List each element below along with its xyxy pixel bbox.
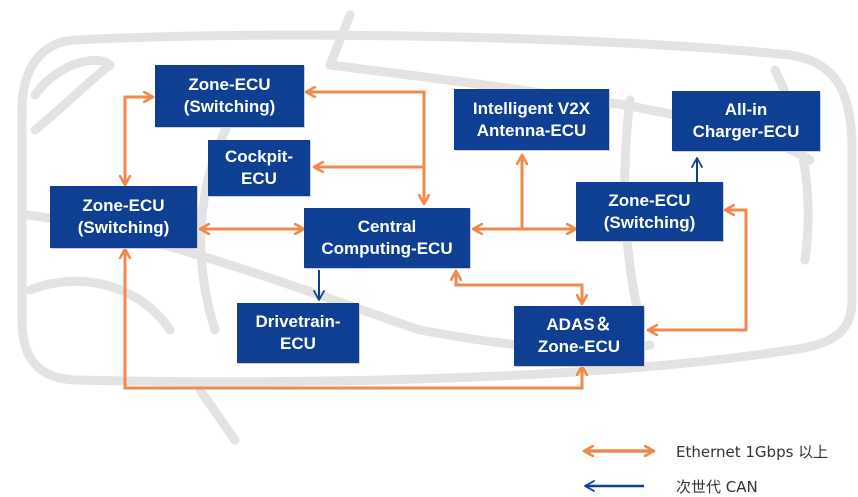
drivetrain-ecu-box: Drivetrain- ECU [237, 303, 359, 363]
drivetrain-ecu-line2: ECU [280, 334, 316, 353]
v2x-ecu-line2: Antenna-ECU [476, 120, 587, 140]
car-rear-pillar [770, 65, 813, 265]
cockpit-ecu-line2: ECU [241, 169, 277, 188]
central-ecu-line1: Central [357, 217, 417, 236]
central-computing-ecu-box: Central Computing-ECU [304, 208, 470, 268]
zone-ecu-left-line2: (Switching) [77, 218, 170, 237]
charger-ecu-box: All-in Charger-ECU [672, 91, 820, 151]
zone-ecu-top-line1: Zone-ECU [188, 75, 271, 94]
link-zone-top-to-central [306, 92, 424, 204]
adas-ecu-line2: Zone-ECU [537, 337, 621, 356]
legend-ethernet-label: Ethernet 1Gbps 以上 [676, 443, 829, 461]
can-links [313, 157, 703, 301]
drivetrain-ecu-line1: Drivetrain- [255, 312, 341, 331]
cockpit-ecu-box: Cockpit- ECU [208, 140, 310, 196]
link-zone-right-to-adas [648, 210, 748, 330]
ethernet-links [125, 92, 748, 390]
link-zone-left-to-adas [125, 249, 582, 390]
central-ecu-line2: Computing-ECU [321, 239, 453, 258]
zone-ecu-left-box: Zone-ECU (Switching) [50, 186, 197, 248]
car-mirror-top [325, 10, 355, 70]
cockpit-ecu-line1: Cockpit- [225, 147, 293, 166]
v2x-antenna-ecu-box: Intelligent V2X Antenna-ECU [454, 89, 609, 150]
car-mirror-bottom [195, 385, 240, 445]
car-body-outline [17, 30, 857, 387]
legend-can-label: 次世代 CAN [676, 478, 758, 496]
zone-ecu-right-line2: (Switching) [603, 212, 696, 232]
charger-ecu-line2: Charger-ECU [692, 122, 800, 141]
car-headlight [30, 55, 115, 135]
charger-ecu-line1: All-in [724, 100, 768, 119]
zone-ecu-top-line2: (Switching) [183, 97, 276, 116]
legend-symbols [584, 451, 654, 492]
zone-ecu-right-box: Zone-ECU (Switching) [576, 182, 723, 241]
zone-ecu-left-line1: Zone-ECU [82, 196, 165, 215]
link-central-to-adas [456, 271, 582, 304]
adas-ecu-line1: ADAS＆ [546, 315, 612, 334]
car-wheel-arch [25, 276, 175, 335]
zone-ecu-top-box: Zone-ECU (Switching) [155, 65, 304, 127]
link-zone-top-to-zone-left [125, 97, 153, 185]
zone-ecu-right-line1: Zone-ECU [608, 190, 691, 210]
v2x-ecu-line1: Intelligent V2X [472, 98, 591, 118]
adas-zone-ecu-box: ADAS＆ Zone-ECU [514, 306, 644, 366]
